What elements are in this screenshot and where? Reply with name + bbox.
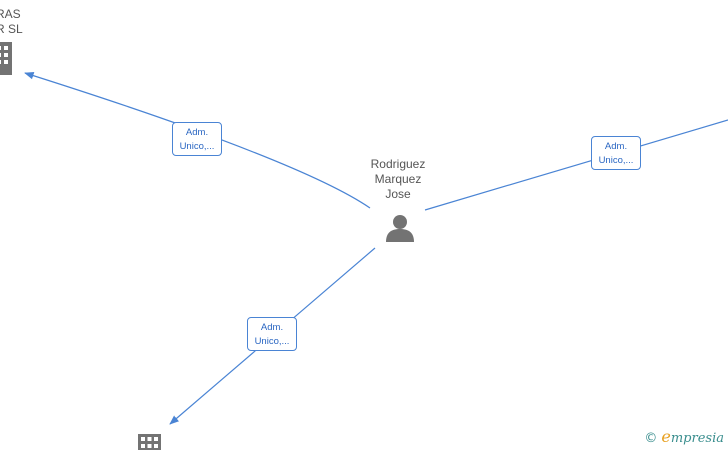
building-icon[interactable] — [0, 42, 12, 75]
building-icon-bottom[interactable] — [138, 434, 161, 450]
company-top-label[interactable]: RAS R SL — [0, 7, 36, 37]
person-icon[interactable] — [386, 215, 414, 242]
edge-label-line2: Unico,... — [598, 155, 634, 166]
company-top-label-line2: R SL — [0, 22, 23, 36]
edge-label-company-bottom[interactable]: Adm. Unico,... — [247, 317, 297, 351]
edge-label-line1: Adm. — [185, 127, 209, 138]
brand-initial: e — [661, 427, 671, 446]
edge-to-right-node — [424, 119, 728, 211]
brand-name: mpresia — [670, 431, 724, 446]
company-top-label-line1: RAS — [0, 7, 21, 21]
edge-to-company-top — [24, 71, 371, 209]
person-label-line1: Rodriguez — [370, 157, 426, 171]
edge-label-company-top[interactable]: Adm. Unico,... — [172, 122, 222, 156]
edge-label-line2: Unico,... — [254, 336, 290, 347]
edge-label-line2: Unico,... — [179, 141, 215, 152]
person-label[interactable]: Rodriguez Marquez Jose — [360, 157, 436, 202]
edge-label-line1: Adm. — [260, 322, 284, 333]
copyright-icon: © — [644, 431, 658, 446]
person-label-line2: Marquez — [374, 172, 422, 186]
edge-label-right-node[interactable]: Adm. Unico,... — [591, 136, 641, 170]
empresia-watermark: ©empresia — [644, 427, 724, 446]
person-label-line3: Jose — [385, 187, 411, 201]
edge-label-line1: Adm. — [604, 141, 628, 152]
